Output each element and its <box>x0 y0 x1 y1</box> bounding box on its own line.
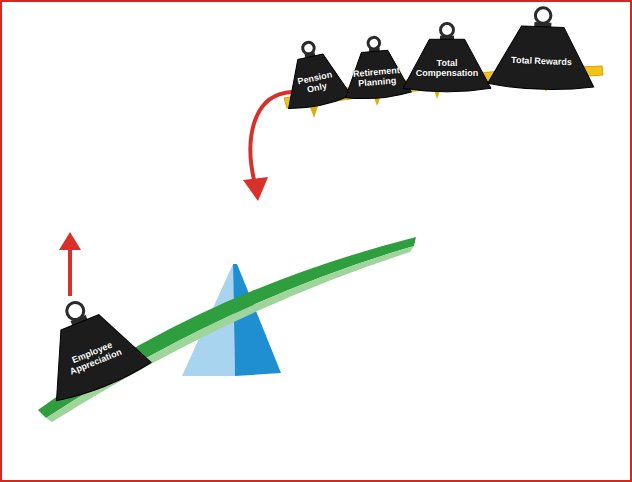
weight-ring <box>441 23 454 36</box>
weight-body <box>403 39 491 92</box>
weight-block: Total Rewards <box>488 4 597 94</box>
fulcrum-dark <box>233 264 281 376</box>
weight-body <box>33 303 153 405</box>
move-arrow <box>243 92 292 201</box>
weight-ring <box>368 37 380 49</box>
weight-label: Total Compensation <box>413 59 482 79</box>
weight-block: Total Compensation <box>403 22 491 94</box>
weight-body <box>279 50 352 112</box>
weight-body <box>488 25 596 91</box>
arrow-head <box>243 177 268 201</box>
weight-block: Employee Appreciation <box>24 282 154 407</box>
weight-label: Total Rewards <box>511 56 572 68</box>
weight-shape <box>403 22 491 94</box>
arrow-shaft <box>68 246 72 296</box>
arrow-head <box>59 232 81 250</box>
weight-body <box>342 49 412 101</box>
weight-ring <box>535 7 551 23</box>
up-arrow <box>59 232 81 296</box>
weight-block: Pension Only <box>276 34 353 114</box>
weight-shape <box>24 282 154 407</box>
curved-arrow <box>250 92 292 184</box>
weight-shape <box>488 4 597 94</box>
weight-block: Retirement Planning <box>340 33 411 103</box>
